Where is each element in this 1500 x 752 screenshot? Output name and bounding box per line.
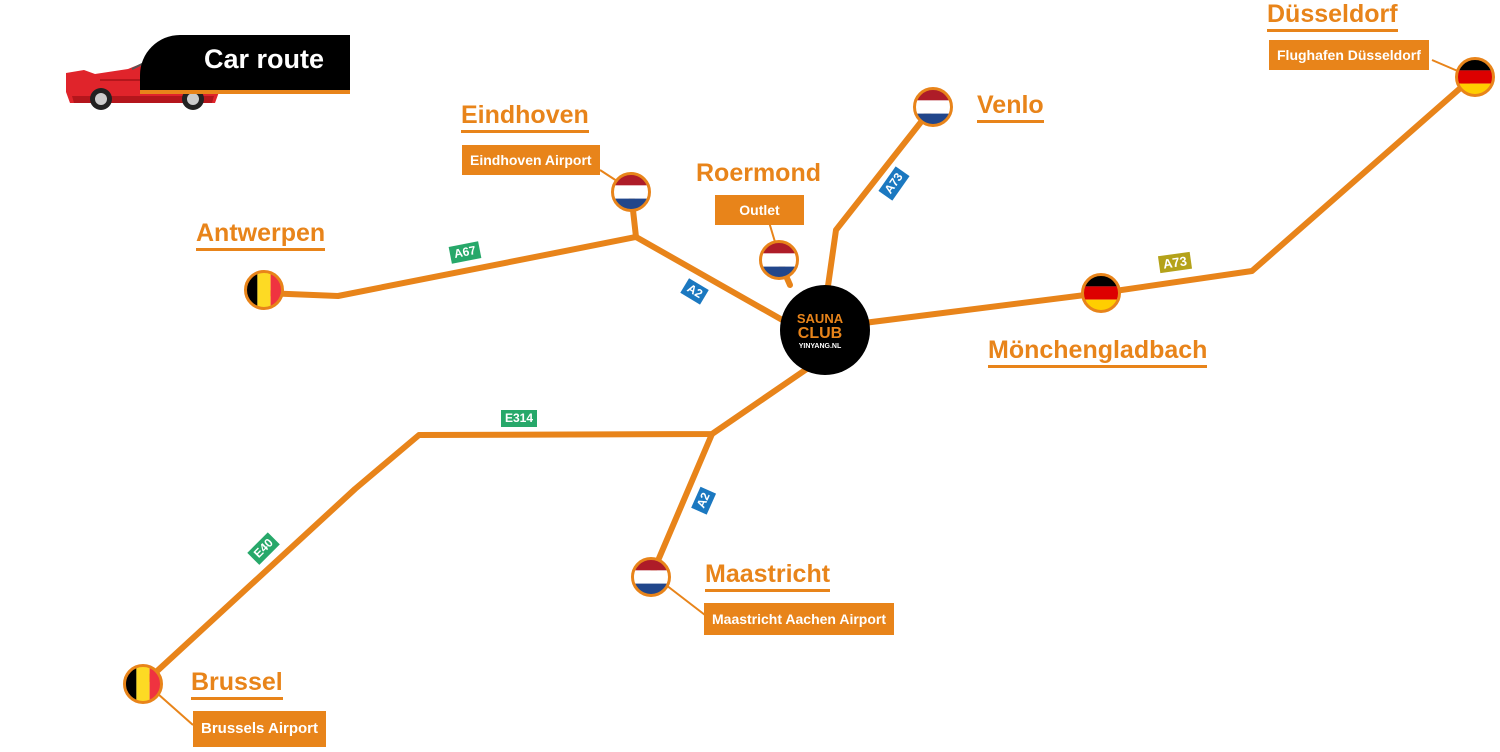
connector-maastricht bbox=[665, 584, 706, 616]
belgium-flag-icon bbox=[123, 664, 163, 704]
city-label-brussel: Brussel bbox=[191, 668, 283, 700]
hub-logo-circle bbox=[780, 285, 870, 375]
sublabel-eindhoven-airport: Eindhoven Airport bbox=[462, 145, 600, 175]
sublabel-flughafen-dusseldorf: Flughafen Düsseldorf bbox=[1269, 40, 1429, 70]
route-venlo bbox=[823, 105, 935, 303]
netherlands-flag-icon bbox=[913, 87, 953, 127]
hub-logo-line1: SAUNA bbox=[796, 311, 844, 326]
city-label-maastricht: Maastricht bbox=[705, 560, 831, 592]
route-south bbox=[140, 361, 817, 687]
city-label-antwerpen: Antwerpen bbox=[196, 219, 326, 251]
germany-flag-icon bbox=[1455, 57, 1495, 97]
connector-dusseldorf bbox=[1431, 59, 1461, 73]
sublabel-maastricht-aachen-airport: Maastricht Aachen Airport bbox=[704, 603, 894, 635]
connector-roermond bbox=[768, 221, 776, 243]
city-label-dusseldorf: Düsseldorf bbox=[1267, 0, 1398, 32]
hub-logo-line3: YINYANG.NL bbox=[798, 343, 842, 350]
sublabel-brussels-airport: Brussels Airport bbox=[193, 711, 326, 747]
belgium-flag-icon bbox=[244, 270, 284, 310]
route-maastricht bbox=[648, 431, 715, 580]
page-title: Car route bbox=[204, 44, 325, 74]
route-antwerpen bbox=[261, 234, 803, 333]
connector-brussel bbox=[157, 693, 194, 726]
title-banner bbox=[140, 35, 350, 94]
sublabel-outlet: Outlet bbox=[715, 195, 804, 225]
road-shield-e314: E314 bbox=[501, 410, 538, 427]
city-label-roermond: Roermond bbox=[696, 159, 821, 187]
netherlands-flag-icon bbox=[759, 240, 799, 280]
route-dusseldorf bbox=[837, 74, 1476, 329]
germany-flag-icon bbox=[1081, 273, 1121, 313]
hub-logo-line2: CLUB bbox=[797, 325, 843, 342]
hub-logo: SAUNA CLUB YINYANG.NL bbox=[790, 311, 850, 351]
netherlands-flag-icon bbox=[631, 557, 671, 597]
city-label-eindhoven: Eindhoven bbox=[461, 101, 589, 133]
city-label-venlo: Venlo bbox=[977, 91, 1044, 123]
city-label-monchengladbach: Mönchengladbach bbox=[988, 336, 1208, 368]
netherlands-flag-icon bbox=[611, 172, 651, 212]
